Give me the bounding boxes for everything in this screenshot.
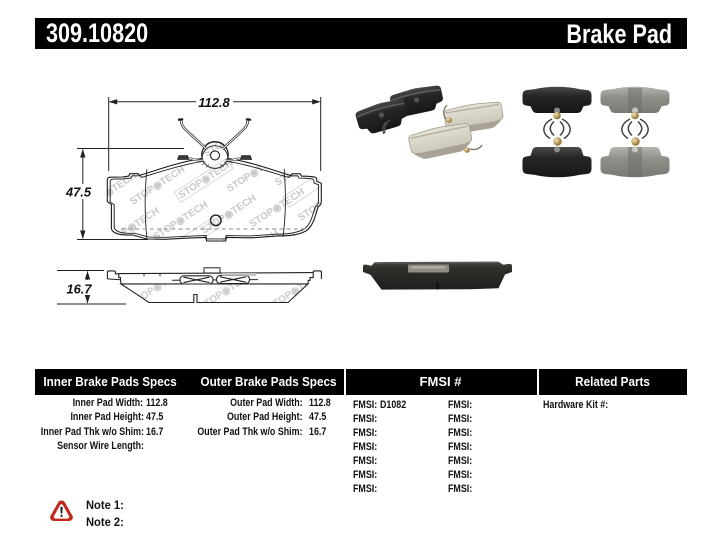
svg-text:STOP◉TECH: STOP◉TECH <box>266 270 325 314</box>
svg-text:STOP◉TECH: STOP◉TECH <box>105 129 164 173</box>
svg-text:STOP◉TECH: STOP◉TECH <box>200 193 259 237</box>
svg-text:STOP◉TECH: STOP◉TECH <box>126 241 185 285</box>
svg-text:STOP◉TECH: STOP◉TECH <box>276 68 335 112</box>
svg-text:112.8: 112.8 <box>198 95 230 110</box>
svg-text:STOP◉TECH: STOP◉TECH <box>273 145 332 189</box>
svg-text:STOP◉TECH: STOP◉TECH <box>250 110 309 154</box>
svg-text:47.5: 47.5 <box>65 185 92 200</box>
svg-text:STOP◉TECH: STOP◉TECH <box>322 139 381 183</box>
svg-text:STOP◉TECH: STOP◉TECH <box>128 164 187 208</box>
svg-text:STOP◉TECH: STOP◉TECH <box>228 75 287 119</box>
svg-text:STOP◉TECH: STOP◉TECH <box>299 103 358 147</box>
svg-text:STOP◉TECH: STOP◉TECH <box>253 33 312 77</box>
svg-text:STOP◉TECH: STOP◉TECH <box>296 180 355 224</box>
svg-text:STOP◉TECH: STOP◉TECH <box>248 187 307 231</box>
svg-text:16.7: 16.7 <box>66 282 92 297</box>
